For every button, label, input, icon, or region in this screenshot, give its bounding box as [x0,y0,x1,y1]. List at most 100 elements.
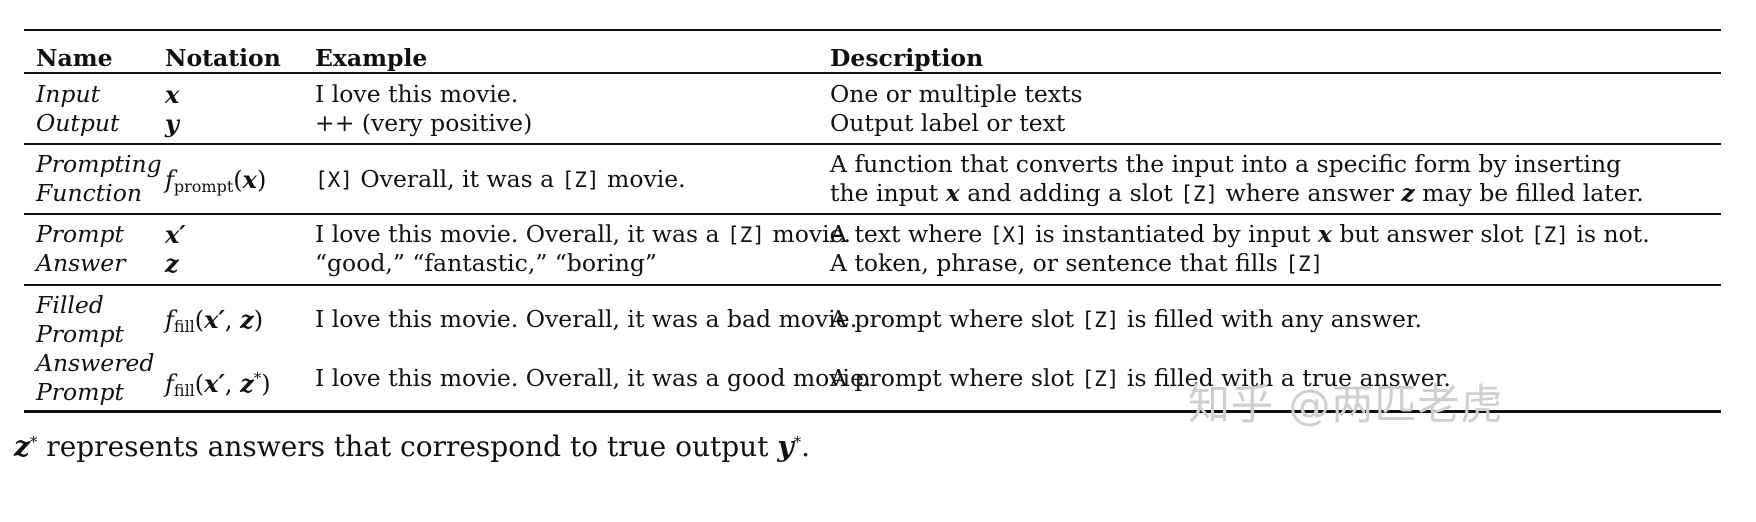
row-answer-example: “good,” “fantastic,” “boring” [315,249,657,277]
filled-close: ) [253,306,264,334]
answer-desc-slot: [Z] [1285,252,1324,276]
row-pf-desc-line2: the input x and adding a slot [Z] where … [830,179,1644,209]
pf-desc-a: the input [830,179,946,207]
row-answered-name-line1: Answered [36,349,155,377]
footnote-z-star: * [29,433,38,451]
row-filled-example: I love this movie. Overall, it was a bad… [315,305,858,333]
row-pf-notation: fprompt(x) [165,165,266,201]
prompt-example-slot: [Z] [727,223,765,247]
row-prompt-notation: x′ [165,220,186,249]
header-rule [24,72,1721,74]
pf-example-slot-z: [Z] [561,168,600,192]
pf-desc-x: x [945,179,960,207]
filled-open: ( [194,306,205,334]
pf-example-slot-x: [X] [315,168,353,192]
row-answered-name-line2: Prompt [36,378,124,406]
row-divider-2 [24,213,1721,215]
header-notation: Notation [165,44,281,72]
prompt-desc-slot-z: [Z] [1531,223,1569,247]
footnote-end: . [801,430,811,463]
answered-f: f [165,370,174,398]
row-input-description: One or multiple texts [830,80,1083,108]
row-input-notation: x [165,80,180,109]
prompt-desc-x: x [1317,220,1332,248]
footnote: z* represents answers that correspond to… [14,425,810,464]
pf-close: ) [256,166,267,194]
row-answered-description: A prompt where slot [Z] is filled with a… [830,364,1451,394]
row-pf-name-line1: Prompting [36,150,162,178]
row-pf-name-line2: Function [36,179,142,207]
row-pf-desc-line1: A function that converts the input into … [830,150,1622,178]
answered-comma: , [224,370,241,398]
row-filled-notation: ffill(x′, z) [165,305,263,341]
row-answered-example: I love this movie. Overall, it was a goo… [315,364,872,392]
zhihu-watermark: 知乎 @两匹老虎 [1188,380,1504,429]
row-answered-notation: ffill(x′, z*) [165,364,271,405]
filled-desc-b: is filled with any answer. [1119,305,1423,333]
footnote-text: represents answers that correspond to tr… [37,430,778,463]
prompt-desc-b: is instantiated by input [1027,220,1318,248]
answered-x: x′ [204,369,225,398]
header-name: Name [36,44,113,72]
pf-desc-c: where answer [1218,179,1402,207]
footnote-y: y [777,430,794,463]
answered-z: z [240,369,254,398]
answered-open: ( [194,370,205,398]
filled-desc-slot: [Z] [1081,308,1120,332]
prompt-desc-d: is not. [1568,220,1650,248]
row-input-example: I love this movie. [315,80,519,108]
row-filled-name-line1: Filled [36,291,104,319]
filled-z: z [240,305,254,334]
answer-desc-a: A token, phrase, or sentence that fills [830,249,1286,277]
prompt-desc-a: A text where [830,220,990,248]
row-divider-3 [24,284,1721,286]
footnote-y-star: * [793,433,802,451]
row-input-name: Input [36,80,101,108]
pf-example-mid: Overall, it was a [352,165,562,193]
pf-open: ( [233,166,243,194]
prompt-desc-c: but answer slot [1331,220,1532,248]
answered-star: * [253,369,262,387]
prompt-desc-slot-x: [X] [989,223,1028,247]
pf-sub: prompt [173,177,234,196]
pf-example-end: movie. [599,165,686,193]
filled-x: x′ [204,305,225,334]
pf-desc-slot: [Z] [1180,182,1219,206]
filled-comma: , [224,306,241,334]
filled-f: f [165,306,174,334]
row-filled-name-line2: Prompt [36,320,124,348]
row-answer-name: Answer [36,249,126,277]
row-output-notation: y [165,109,179,138]
row-output-example: ++ (very positive) [315,109,533,137]
row-answer-description: A token, phrase, or sentence that fills … [830,249,1323,279]
row-prompt-description: A text where [X] is instantiated by inpu… [830,220,1650,250]
row-divider-1 [24,143,1721,145]
top-rule [24,29,1721,31]
row-filled-description: A prompt where slot [Z] is filled with a… [830,305,1422,335]
row-prompt-name: Prompt [36,220,124,248]
answered-desc-b: is filled with a true answer. [1119,364,1451,392]
pf-desc-d: may be filled later. [1414,179,1644,207]
answered-close: ) [261,370,271,398]
row-output-description: Output label or text [830,109,1066,137]
prompt-example-b: movie. [764,220,852,248]
answered-sub: fill [173,381,195,400]
pf-desc-z: z [1401,179,1415,207]
pf-desc-b: and adding a slot [959,179,1181,207]
pf-f: f [165,166,174,194]
answered-desc-a: A prompt where slot [830,364,1082,392]
pf-x: x [242,165,257,194]
row-answer-notation: z [165,249,179,278]
answered-desc-slot: [Z] [1081,367,1120,391]
header-example: Example [315,44,428,72]
row-output-name: Output [36,109,120,137]
filled-sub: fill [173,317,195,336]
row-prompt-example: I love this movie. Overall, it was a [Z]… [315,220,851,250]
row-pf-example: [X] Overall, it was a [Z] movie. [315,165,686,195]
prompt-example-a: I love this movie. Overall, it was a [315,220,727,248]
bottom-rule [24,410,1721,413]
filled-desc-a: A prompt where slot [830,305,1082,333]
header-description: Description [830,44,984,72]
footnote-z: z [14,430,30,463]
